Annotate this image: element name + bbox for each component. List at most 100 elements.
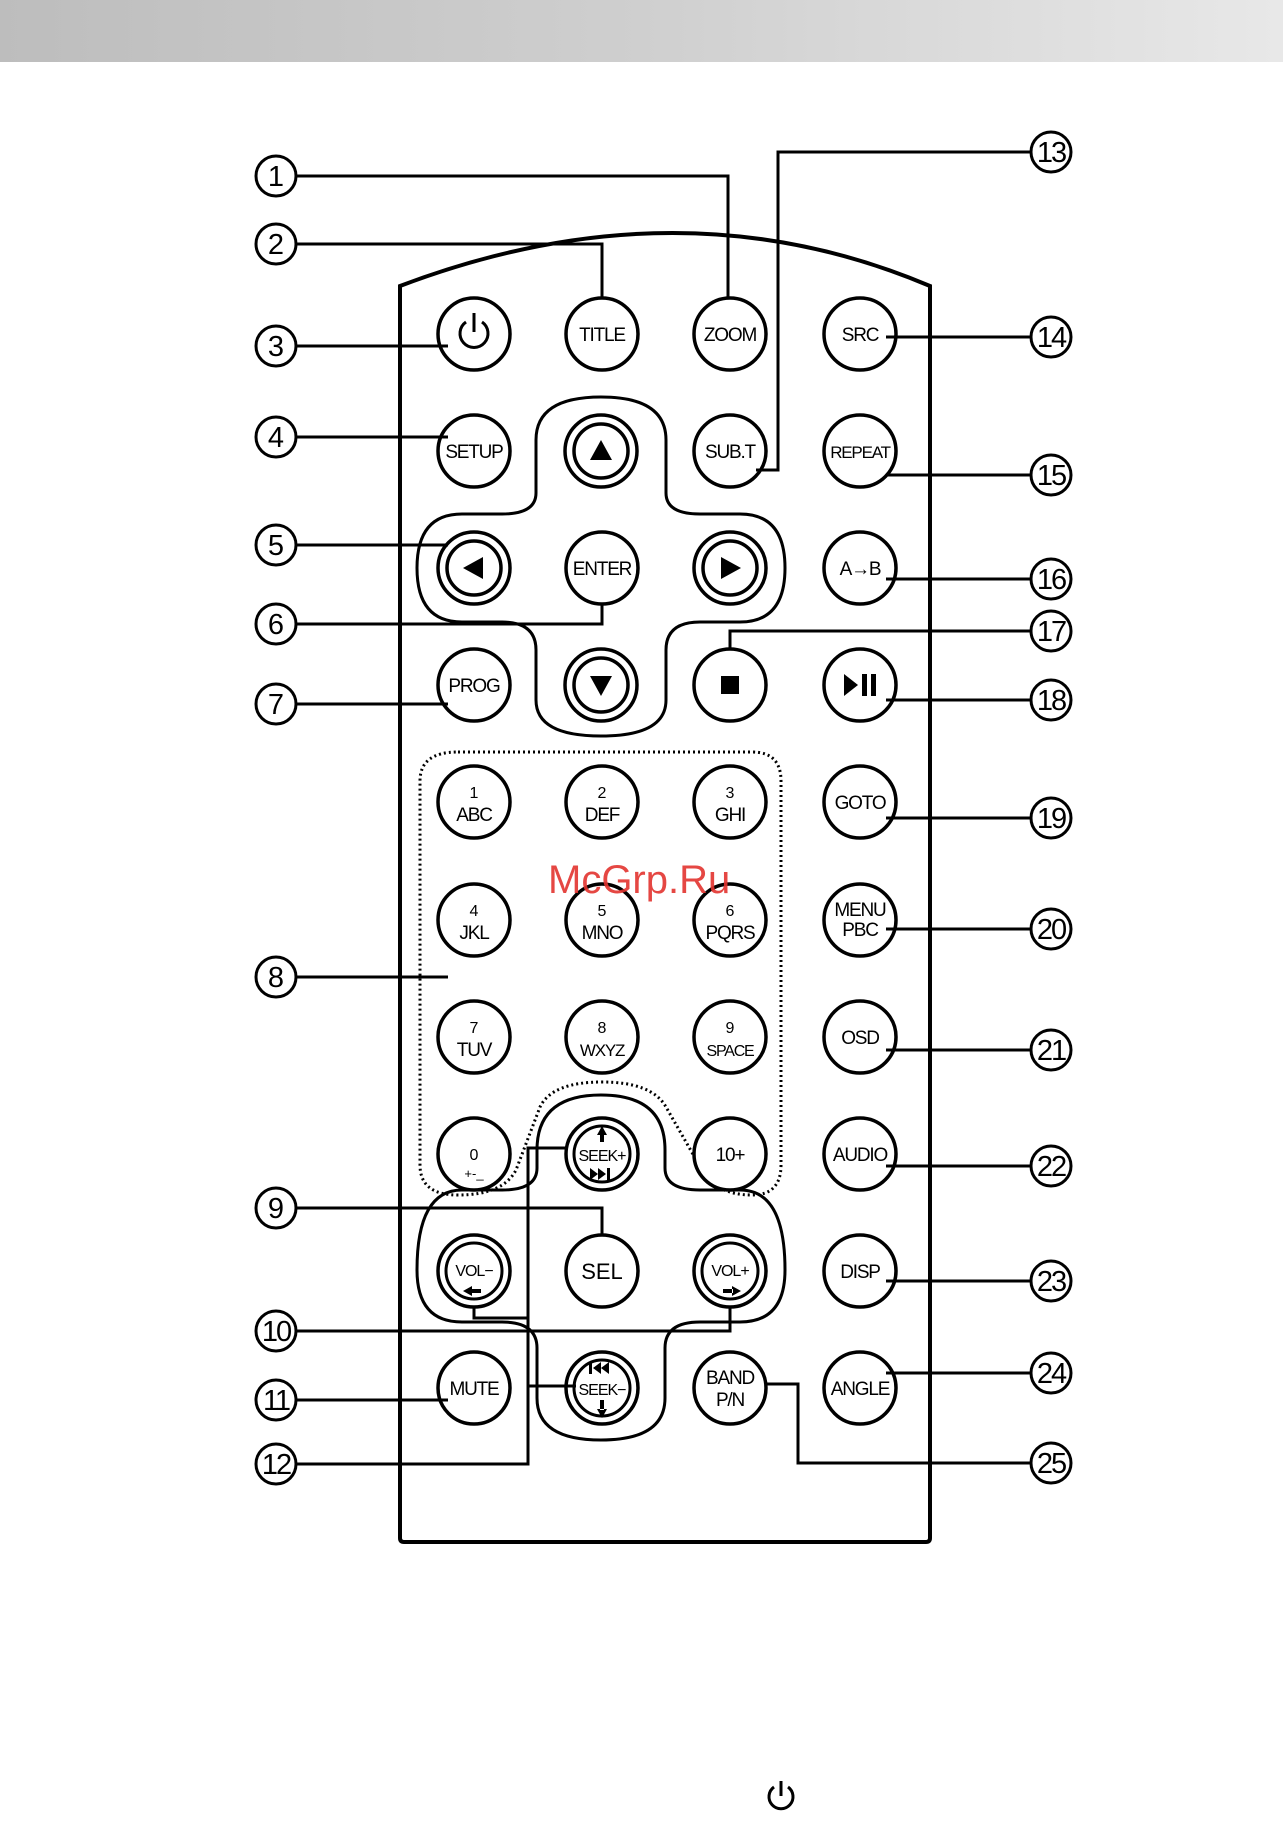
callout-7: 7 [256,684,296,724]
digit-3: 3 [726,785,735,802]
repeat-button[interactable]: REPEAT [824,415,896,487]
digit-5: 5 [598,903,607,920]
menu-pbc-button[interactable]: MENU PBC [824,884,896,956]
goto-label: GOTO [835,793,886,814]
digit-2-button[interactable]: 2 DEF [566,766,638,838]
menu-label: MENU [834,900,886,921]
vol-minus-label: VOL− [455,1263,493,1280]
zoom-button[interactable]: ZOOM [694,298,766,370]
title-button[interactable]: TITLE [566,298,638,370]
left-button[interactable] [438,532,510,604]
seek-plus-button[interactable]: SEEK+ [566,1118,638,1190]
digit-7-button[interactable]: 7 TUV [438,1001,510,1073]
stop-icon [721,676,739,694]
ten-plus-label: 10+ [716,1145,746,1166]
goto-button[interactable]: GOTO [824,766,896,838]
mute-button[interactable]: MUTE [438,1352,510,1424]
digit-4: 4 [470,903,479,920]
pbc-label: PBC [842,920,878,941]
svg-text:9: 9 [268,1193,284,1225]
subt-button[interactable]: SUB.T [694,415,766,487]
callout-18: 18 [1031,680,1071,720]
prog-button[interactable]: PROG [438,649,510,721]
svg-text:2: 2 [268,229,284,261]
svg-text:19: 19 [1037,803,1066,835]
ten-plus-button[interactable]: 10+ [694,1118,766,1190]
leader-lines [296,152,1030,1464]
svg-text:14: 14 [1037,322,1067,354]
callout-8: 8 [256,957,296,997]
seek-minus-button[interactable]: SEEK− [566,1352,638,1424]
svg-text:6: 6 [268,609,284,641]
enter-button[interactable]: ENTER [566,532,638,604]
osd-button[interactable]: OSD [824,1001,896,1073]
disp-label: DISP [840,1262,880,1283]
audio-button[interactable]: AUDIO [824,1118,896,1190]
svg-text:5: 5 [268,530,284,562]
power-icon [763,1778,799,1814]
sel-button[interactable]: SEL [566,1235,638,1307]
leader-25 [766,1384,1030,1463]
leader-12 [296,1148,566,1464]
pn-label: P/N [716,1390,745,1411]
letters-pqrs: PQRS [705,923,755,944]
subt-label: SUB.T [705,442,757,463]
callout-21: 21 [1031,1030,1071,1070]
callout-14: 14 [1031,317,1071,357]
src-button[interactable]: SRC [824,298,896,370]
leader-17 [730,631,1030,650]
digit-0: 0 [470,1147,479,1164]
vol-plus-button[interactable]: VOL+ [694,1235,766,1307]
svg-text:4: 4 [268,422,284,454]
angle-button[interactable]: ANGLE [824,1352,896,1424]
digit-9-button[interactable]: 9 SPACE [694,1001,766,1073]
letters-wxyz: WXYZ [580,1041,625,1060]
callout-25: 25 [1031,1443,1071,1483]
callout-17: 17 [1031,611,1071,651]
digit-0-button[interactable]: 0 +-_ [438,1118,510,1190]
mute-label: MUTE [449,1379,499,1400]
letters-tuv: TUV [457,1040,493,1061]
title-label: TITLE [579,325,625,346]
svg-text:3: 3 [268,331,284,363]
digit-3-button[interactable]: 3 GHI [694,766,766,838]
vol-minus-button[interactable]: VOL− [438,1235,510,1307]
letters-space: SPACE [706,1043,754,1060]
power-button[interactable] [438,298,510,370]
src-label: SRC [842,325,879,346]
callout-13: 13 [1031,132,1071,172]
callout-1: 1 [256,156,296,196]
band-pn-button[interactable]: BAND P/N [694,1352,766,1424]
callout-5: 5 [256,525,296,565]
svg-text:10: 10 [262,1316,291,1348]
callout-11: 11 [256,1380,296,1420]
digit-9: 9 [726,1020,735,1037]
digit-1: 1 [470,785,479,802]
svg-text:25: 25 [1037,1448,1066,1480]
letters-def: DEF [585,805,620,826]
callout-16: 16 [1031,559,1071,599]
up-button[interactable] [565,415,637,487]
callout-12: 12 [256,1444,296,1484]
callout-3: 3 [256,326,296,366]
play-pause-button[interactable] [824,649,896,721]
svg-text:16: 16 [1037,564,1066,596]
digit-1-button[interactable]: 1 ABC [438,766,510,838]
disp-button[interactable]: DISP [824,1235,896,1307]
digit-4-button[interactable]: 4 JKL [438,884,510,956]
svg-text:21: 21 [1037,1035,1066,1067]
down-button[interactable] [565,649,637,721]
digit-6: 6 [726,903,735,920]
callout-4: 4 [256,417,296,457]
svg-text:8: 8 [268,962,284,994]
svg-text:17: 17 [1037,616,1066,648]
zoom-label: ZOOM [704,325,757,346]
stop-button[interactable] [694,649,766,721]
ab-button[interactable]: A→B [824,532,896,604]
digit-2: 2 [598,785,607,802]
setup-button[interactable]: SETUP [438,415,510,487]
prog-label: PROG [448,676,500,697]
digit-8-button[interactable]: 8 WXYZ [566,1001,638,1073]
right-button[interactable] [694,532,766,604]
